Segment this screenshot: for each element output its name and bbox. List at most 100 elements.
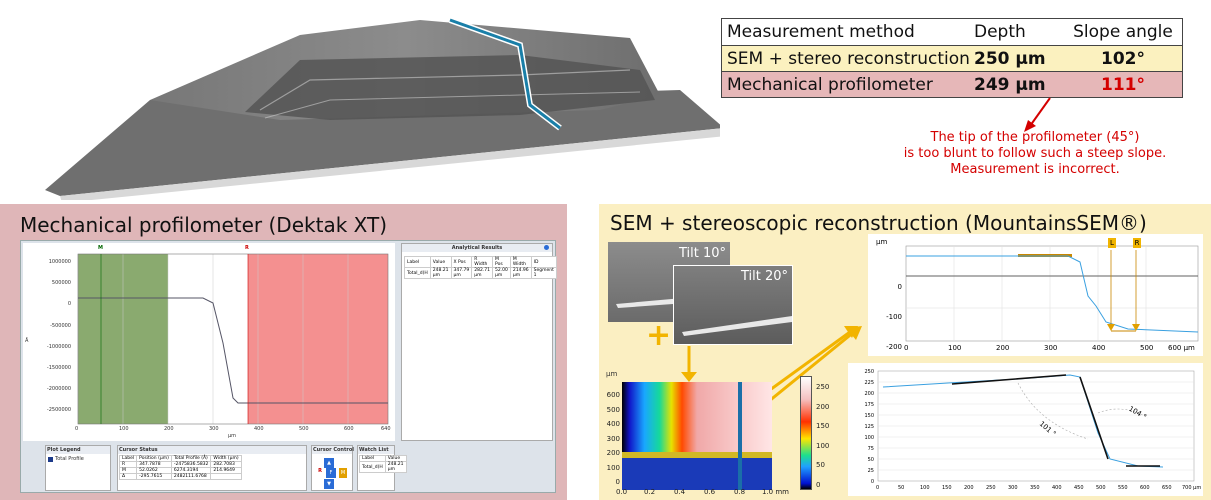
watch-list-pane: Watch List Label Value Total_d(H 248.21 … <box>357 445 407 491</box>
table-header: Value <box>429 256 452 268</box>
y-tick: 175 <box>864 402 874 408</box>
y-tick: 200 <box>864 391 874 397</box>
plus-sign: + <box>646 318 672 353</box>
table-row[interactable]: Δ -295.7615 2482111.6768 <box>118 473 242 480</box>
x-tick: 150 <box>942 485 952 491</box>
x-tick: 600 <box>1140 485 1150 491</box>
table-header: X Pos <box>450 256 473 268</box>
cursor-up-button[interactable]: ▲ <box>324 458 334 468</box>
x-tick: 600 <box>344 426 354 432</box>
cursor-r-button[interactable]: R <box>318 468 322 474</box>
x-tick: 640 <box>381 426 391 432</box>
x-tick: 400 <box>1052 485 1062 491</box>
x-tick: 550 <box>1118 485 1128 491</box>
cursor-down-button[interactable]: ▼ <box>324 479 334 489</box>
table-cell: 248.21 µm <box>384 461 407 473</box>
dektak-window: M R 1000000 500000 0 -500000 -1000000 -1… <box>20 240 557 493</box>
note-line: Measurement is incorrect. <box>950 162 1120 177</box>
x-tick: 0 <box>904 344 909 352</box>
table-cell: -2475836.5832 <box>170 461 212 468</box>
table-row[interactable]: Total_d(H 248.21 µm 347.79 µm 282.71 µm … <box>404 267 557 279</box>
x-tick: 600 µm <box>1168 344 1195 352</box>
profile-y-ticks: 0 -100 -200 <box>874 272 902 362</box>
x-tick: 700 µm <box>1182 485 1202 491</box>
marker-m[interactable]: M <box>98 245 103 251</box>
marker-r[interactable]: R <box>245 245 249 251</box>
cursor-m-button[interactable]: M <box>339 468 347 478</box>
settings-icon[interactable] <box>544 245 549 250</box>
cursor-control-title: Cursor Control <box>312 446 354 454</box>
x-tick: 100 <box>948 344 962 352</box>
table-cell: Segment 1 <box>530 267 557 279</box>
profile-chart: µm L R 0 -100 -200 0 100 <box>868 234 1203 356</box>
y-tick: -1500000 <box>46 365 71 372</box>
slope-value: 102° <box>1101 48 1145 69</box>
x-tick: 0 <box>75 426 79 432</box>
method-label: Mechanical profilometer <box>727 74 933 95</box>
table-row[interactable]: M 52.0262 6274.3194 214.9649 <box>118 467 242 474</box>
table-cell <box>210 473 242 480</box>
table-header: R Width <box>471 256 494 268</box>
y-tick: -1000000 <box>46 343 71 350</box>
cursor-l-marker[interactable]: L <box>1108 238 1116 248</box>
y-tick: -500000 <box>50 322 71 329</box>
table-header: Label <box>404 256 431 268</box>
angle-y-ticks: 250 225 200 175 150 125 100 75 50 25 0 <box>854 367 874 488</box>
slope-value-incorrect: 111° <box>1101 74 1145 95</box>
x-tick: 200 <box>164 426 174 432</box>
y-tick: 225 <box>864 380 874 386</box>
x-tick: 200 <box>996 344 1010 352</box>
plot-legend-pane: Plot Legend Total Profile <box>45 445 111 491</box>
table-row[interactable]: Total_d(H 248.21 µm <box>359 461 407 473</box>
comparison-row-sem: SEM + stereo reconstruction 250 µm 102° <box>722 45 1182 71</box>
table-cell: Δ <box>118 473 138 480</box>
cursor-status-pane: Cursor Status Label Position (µm) Total … <box>117 445 307 491</box>
x-tick: 300 <box>1008 485 1018 491</box>
table-header: ID <box>530 256 557 268</box>
x-tick: 0 <box>876 485 880 491</box>
x-tick: 350 <box>1030 485 1040 491</box>
profilometer-panel-title: Mechanical profilometer (Dektak XT) <box>20 213 388 237</box>
colorbar-ticks: 250 200 150 100 50 0 <box>816 378 829 495</box>
watch-list-table: Label Value Total_d(H 248.21 µm <box>359 455 407 473</box>
x-tick: 200 <box>964 485 974 491</box>
y-tick: 500000 <box>51 280 71 287</box>
y-tick: 500 <box>606 405 620 414</box>
depth-value: 250 µm <box>974 48 1046 69</box>
y-axis-ticks: 1000000 500000 0 -500000 -1000000 -15000… <box>31 252 71 422</box>
plot-legend-title: Plot Legend <box>46 446 110 454</box>
map-y-ticks: 600 500 400 300 200 100 0 <box>604 388 620 490</box>
y-tick: 125 <box>864 424 874 430</box>
colorbar <box>800 376 812 490</box>
cursor-f-button[interactable]: F <box>326 468 336 478</box>
x-tick: 0.6 <box>704 488 716 496</box>
x-tick: 0.0 <box>616 488 628 496</box>
x-tick: 400 <box>254 426 264 432</box>
profile-plot: M R 1000000 500000 0 -500000 -1000000 -1… <box>23 243 395 441</box>
profilometer-note: The tip of the profilometer (45°) is too… <box>890 130 1180 178</box>
table-cell: 52.00 µm <box>492 267 511 279</box>
y-tick: -2500000 <box>46 407 71 414</box>
y-tick: 0 <box>67 301 71 308</box>
sem-3d-render <box>45 17 720 200</box>
legend-swatch-icon <box>48 456 53 462</box>
x-tick: 50 <box>898 485 905 491</box>
y-axis-unit: Å <box>25 338 29 344</box>
x-tick: 100 <box>119 426 129 432</box>
cursor-status-table: Label Position (µm) Total Profile (Å) Wi… <box>118 455 242 480</box>
x-axis-unit: µm <box>228 433 237 439</box>
table-cell: -295.7615 <box>136 473 172 480</box>
y-tick: 1000000 <box>48 259 71 265</box>
x-tick: 450 <box>1074 485 1084 491</box>
colorbar-tick: 100 <box>816 441 830 450</box>
cursor-status-title: Cursor Status <box>118 446 306 454</box>
analytical-results-pane: Analytical Results Label Value X Pos R W… <box>401 243 557 441</box>
y-tick: 100 <box>606 463 620 472</box>
legend-label: Total Profile <box>55 456 84 462</box>
cursor-r-marker[interactable]: R <box>1133 238 1141 248</box>
table-header: Total Profile (Å) <box>170 455 212 462</box>
table-header: Position (µm) <box>136 455 172 462</box>
plot-legend-item[interactable]: Total Profile <box>46 454 110 464</box>
red-arrow-icon <box>1024 97 1051 132</box>
y-tick: 400 <box>606 420 620 428</box>
